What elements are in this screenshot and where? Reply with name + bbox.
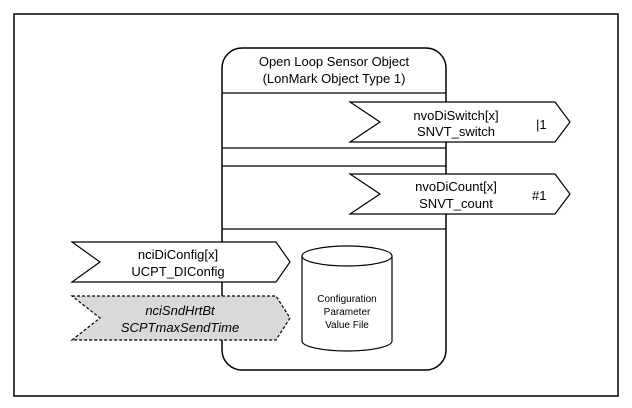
input-type-sndhrtbt: SCPTmaxSendTime — [121, 320, 239, 335]
output-type-count: SNVT_count — [419, 196, 493, 211]
output-index-switch: |1 — [536, 117, 547, 132]
output-variable-switch: nvoDiSwitch[x] — [413, 108, 498, 123]
config-file-label-line1: Configuration — [317, 294, 376, 305]
config-file-cylinder-top — [301, 245, 393, 267]
output-arrow-switch — [348, 101, 571, 143]
object-title-line2: (LonMark Object Type 1) — [263, 71, 406, 86]
output-arrow-count — [348, 173, 571, 215]
config-file-label-line3: Value File — [325, 320, 369, 331]
config-file-cylinder-body — [301, 256, 393, 352]
input-variable-sndhrtbt: nciSndHrtBt — [145, 303, 216, 318]
config-file-label-line2: Parameter — [324, 307, 371, 318]
outer-frame — [13, 13, 619, 397]
input-arrow-diconfig — [70, 241, 291, 283]
input-type-diconfig: UCPT_DIConfig — [131, 264, 224, 279]
object-title-line1: Open Loop Sensor Object — [259, 54, 410, 69]
output-type-switch: SNVT_switch — [417, 124, 495, 139]
output-index-count: #1 — [532, 188, 546, 203]
output-variable-count: nvoDiCount[x] — [415, 179, 497, 194]
input-arrow-sndhrtbt — [70, 295, 291, 341]
input-variable-diconfig: nciDiConfig[x] — [138, 247, 218, 262]
